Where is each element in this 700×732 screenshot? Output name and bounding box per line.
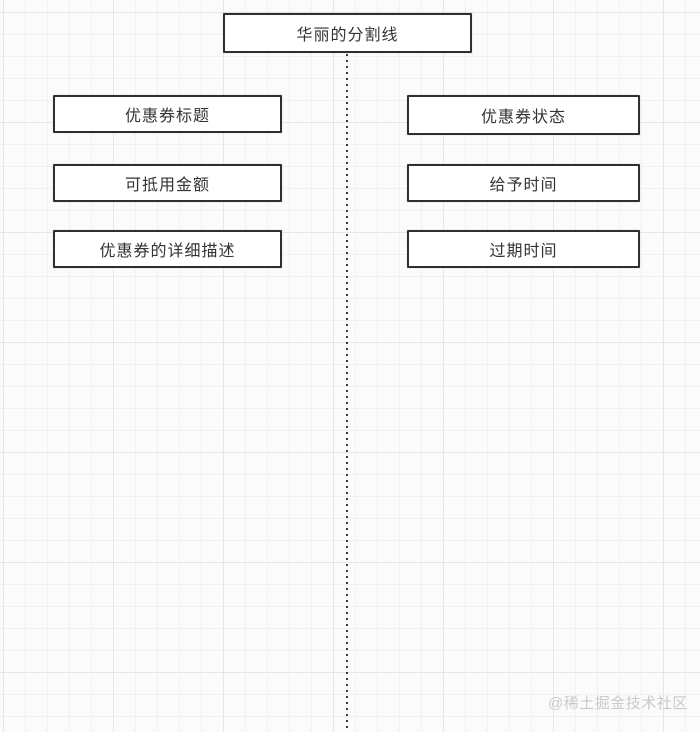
node-coupon-status: 优惠券状态 <box>407 95 640 135</box>
node-divider-title-label: 华丽的分割线 <box>296 27 399 44</box>
node-coupon-title-label: 优惠券标题 <box>124 108 210 125</box>
node-expire-time: 过期时间 <box>407 230 640 268</box>
watermark: @稀土掘金技术社区 <box>548 695 688 712</box>
node-coupon-status-label: 优惠券状态 <box>480 109 566 126</box>
node-coupon-description-label: 优惠券的详细描述 <box>99 243 236 260</box>
node-given-time-label: 给予时间 <box>489 177 558 194</box>
node-coupon-title: 优惠券标题 <box>53 95 282 133</box>
node-given-time: 给予时间 <box>407 164 640 202</box>
vertical-dotted-divider-line <box>346 54 348 730</box>
node-deductible-amount-label: 可抵用金额 <box>124 177 210 194</box>
node-expire-time-label: 过期时间 <box>489 243 558 260</box>
node-deductible-amount: 可抵用金额 <box>53 164 282 202</box>
node-divider-title: 华丽的分割线 <box>223 13 472 53</box>
node-coupon-description: 优惠券的详细描述 <box>53 230 282 268</box>
